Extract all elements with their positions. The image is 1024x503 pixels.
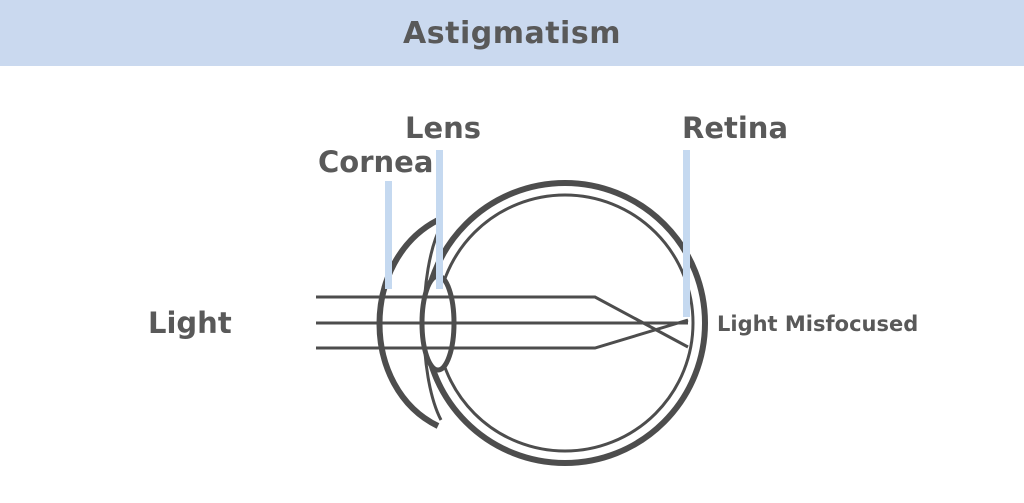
header-bar: Astigmatism — [0, 0, 1024, 66]
cornea-pointer-line — [385, 181, 392, 289]
cornea-label: Cornea — [318, 145, 433, 179]
light-label: Light — [148, 306, 232, 340]
light-rays — [316, 295, 689, 350]
lens-pointer-line — [436, 150, 443, 289]
page-title: Astigmatism — [403, 15, 621, 51]
retina-pointer-line — [683, 150, 690, 317]
retina-label: Retina — [682, 111, 788, 145]
lens-label: Lens — [405, 111, 481, 145]
light-misfocused-label: Light Misfocused — [717, 312, 918, 336]
light-ray-bottom — [316, 318, 689, 350]
